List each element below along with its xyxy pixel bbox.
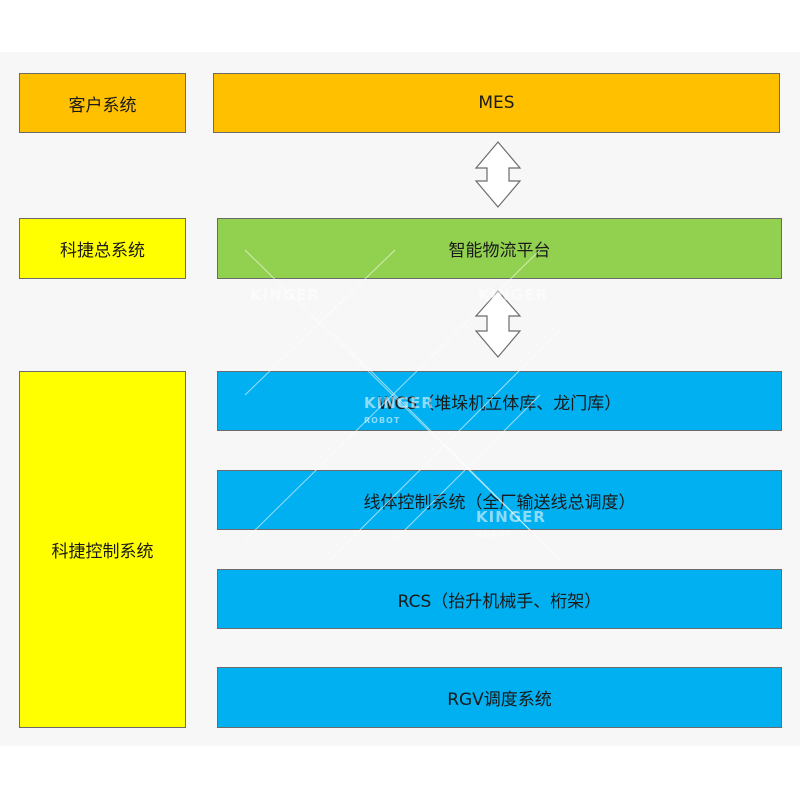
kinger-control-system-label: 科捷控制系统	[19, 371, 186, 728]
mes-box: MES	[213, 73, 780, 133]
kinger-general-system-label: 科捷总系统	[19, 218, 186, 279]
logistics-platform-box: 智能物流平台	[217, 218, 782, 279]
rcs-box: RCS（抬升机械手、桁架）	[217, 569, 782, 629]
wcs-box: WCS（堆垛机立体库、龙门库）	[217, 371, 782, 431]
rgv-box: RGV调度系统	[217, 667, 782, 728]
line-control-box: 线体控制系统（全厂输送线总调度）	[217, 470, 782, 530]
customer-system-label: 客户系统	[19, 73, 186, 133]
